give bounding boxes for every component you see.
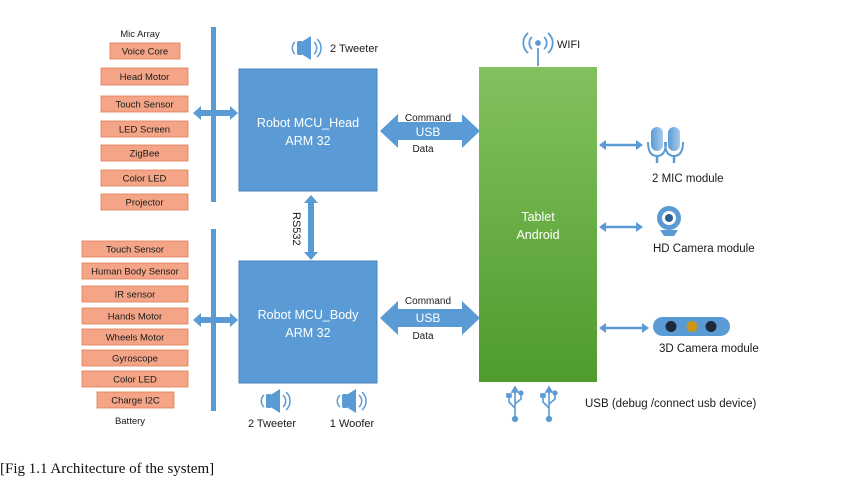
hd-camera-link-head-left — [599, 222, 606, 232]
module-label: Hands Motor — [108, 311, 162, 322]
head-command-label: Command — [405, 113, 451, 124]
body-usb-arrow — [380, 301, 480, 335]
module-label: Touch Sensor — [106, 244, 164, 255]
module-box — [81, 328, 189, 346]
usb-icon — [506, 385, 524, 423]
woofer-label: 1 Woofer — [330, 418, 375, 430]
wifi-label: WIFI — [557, 39, 580, 51]
mcu-body-title: Robot MCU_Body — [258, 308, 359, 322]
module-label: Projector — [125, 197, 163, 208]
module-box — [81, 262, 189, 280]
module-label: LED Screen — [119, 124, 170, 135]
module-box — [100, 120, 189, 138]
battery-label: Battery — [115, 416, 145, 427]
module-box — [100, 95, 189, 113]
camera-3d-label: 3D Camera module — [659, 343, 759, 355]
head-usb-label: USB — [416, 125, 441, 139]
camera-3d-link-head-right — [642, 323, 649, 333]
body-data-label: Data — [412, 331, 434, 342]
module-box — [96, 391, 175, 409]
tablet-box — [479, 67, 597, 382]
tablet-os: Android — [516, 228, 559, 242]
mic-module-label: 2 MIC module — [652, 173, 724, 185]
figure-caption: [Fig 1.1 Architecture of the system] — [0, 461, 215, 477]
speaker-icon — [336, 389, 367, 413]
module-box — [100, 169, 189, 187]
module-box — [81, 285, 189, 303]
body-usb-label: USB — [416, 311, 441, 325]
mcu-head-title: Robot MCU_Head — [257, 116, 359, 130]
module-label: Charge I2C — [111, 395, 160, 406]
mcu-head-arch: ARM 32 — [285, 134, 330, 148]
module-box — [81, 370, 189, 388]
camera-3d-link-head-left — [599, 323, 606, 333]
module-label: Color LED — [123, 173, 167, 184]
body-command-label: Command — [405, 296, 451, 307]
usb-note-label: USB (debug /connect usb device) — [585, 398, 756, 410]
usb-icon — [540, 385, 558, 423]
rs-link-arrow — [304, 195, 318, 260]
microphone-icon — [647, 127, 684, 163]
rs-link-label: RS532 — [290, 212, 302, 246]
head-data-label: Data — [412, 144, 434, 155]
mic-link-head-right — [636, 140, 643, 150]
module-label: Wheels Motor — [106, 332, 165, 343]
module-box — [100, 144, 189, 162]
mcu-head-box — [238, 68, 378, 192]
module-box — [109, 42, 181, 60]
wifi-icon — [522, 32, 554, 66]
hd-camera-label: HD Camera module — [653, 243, 755, 255]
head-usb-arrow — [380, 114, 480, 148]
module-label: Touch Sensor — [115, 99, 173, 110]
module-label: Human Body Sensor — [91, 266, 179, 277]
module-box — [81, 307, 189, 325]
module-label: Color LED — [113, 374, 157, 385]
head-bus-arrow — [193, 106, 238, 120]
module-box — [100, 193, 189, 211]
mcu-body-arch: ARM 32 — [285, 326, 330, 340]
module-label: ZigBee — [129, 148, 159, 159]
module-label: IR sensor — [115, 289, 156, 300]
mic-array-label: Mic Array — [120, 29, 160, 40]
mic-link-head-left — [599, 140, 606, 150]
module-box — [81, 349, 189, 367]
mcu-body-box — [238, 260, 378, 384]
body-bus-arrow — [193, 313, 238, 327]
module-label: Voice Core — [122, 46, 168, 57]
tablet-title: Tablet — [521, 210, 555, 224]
module-box — [81, 240, 189, 258]
hd-camera-link-head-right — [636, 222, 643, 232]
module-label: Gyroscope — [112, 353, 158, 364]
depth-camera-icon — [653, 317, 730, 336]
speaker-icon — [260, 389, 291, 413]
body-tweeter-label: 2 Tweeter — [248, 418, 296, 430]
webcam-icon — [657, 206, 681, 236]
head-tweeter-label: 2 Tweeter — [330, 43, 378, 55]
module-label: Head Motor — [120, 72, 170, 83]
module-box — [100, 67, 189, 86]
speaker-icon — [291, 36, 322, 60]
